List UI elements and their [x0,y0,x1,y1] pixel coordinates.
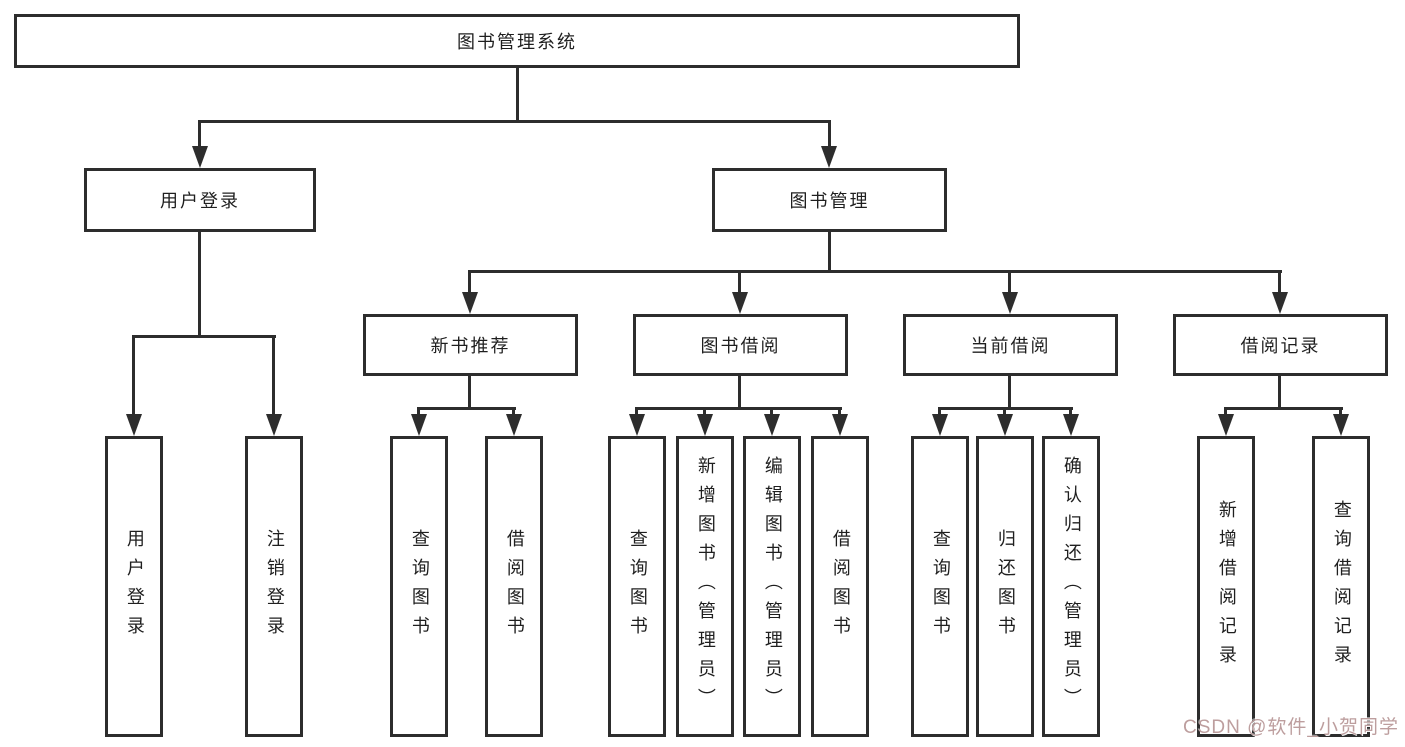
leaf-label: 借阅图书 [830,528,851,645]
connector-vline [635,407,638,416]
leaf-query-book-borrowing: 查询图书 [608,436,666,737]
connector-vline [272,335,275,416]
node-label: 借阅记录 [1240,336,1321,356]
connector-hline [198,120,831,123]
node-borrowing-records: 借阅记录 [1173,314,1388,376]
connector-vline [1003,407,1006,416]
leaf-query-book-recommend: 查询图书 [390,436,448,737]
connector-vline [1278,270,1281,294]
connector-vline [198,120,201,148]
connector-vline [938,407,941,416]
connector-vline [468,270,471,294]
leaf-borrow-book: 借阅图书 [811,436,869,737]
arrowhead-down-icon [764,414,780,436]
leaf-query-book-current: 查询图书 [911,436,969,737]
watermark: CSDN @软件_小贺同学 [1183,717,1399,738]
leaf-label: 查询图书 [930,528,951,645]
arrowhead-down-icon [1002,292,1018,314]
arrowhead-down-icon [266,414,282,436]
arrowhead-down-icon [997,414,1013,436]
leaf-query-borrow-record: 查询借阅记录 [1312,436,1370,737]
node-label: 图书管理系统 [457,32,577,52]
node-user-login: 用户登录 [84,168,316,232]
leaf-add-book-admin: 新增图书（管理员） [676,436,734,737]
connector-vline [1008,376,1011,409]
connector-vline [1008,270,1011,294]
connector-vline [1278,376,1281,409]
leaf-add-borrow-record: 新增借阅记录 [1197,436,1255,737]
node-label: 当前借阅 [970,336,1051,356]
node-book-borrowing: 图书借阅 [633,314,848,376]
leaf-label: 编辑图书（管理员） [762,456,783,717]
node-label: 图书管理 [789,191,870,211]
arrowhead-down-icon [1063,414,1079,436]
connector-vline [198,232,201,337]
arrowhead-down-icon [732,292,748,314]
leaf-label: 新增图书（管理员） [695,456,716,717]
connector-vline [1224,407,1227,416]
connector-vline [838,407,841,416]
arrowhead-down-icon [821,146,837,168]
arrowhead-down-icon [411,414,427,436]
leaf-label: 确认归还（管理员） [1061,456,1082,717]
connector-hline [1224,407,1343,410]
leaf-label: 新增借阅记录 [1216,499,1237,674]
node-label: 新书推荐 [430,336,511,356]
node-new-book-recommendation: 新书推荐 [363,314,578,376]
connector-hline [468,270,1282,273]
leaf-label: 查询图书 [627,528,648,645]
arrowhead-down-icon [192,146,208,168]
leaf-label: 借阅图书 [504,528,525,645]
connector-hline [635,407,842,410]
node-book-management: 图书管理 [712,168,947,232]
arrowhead-down-icon [932,414,948,436]
connector-hline [132,335,276,338]
connector-vline [417,407,420,416]
leaf-label: 查询借阅记录 [1331,499,1352,674]
arrowhead-down-icon [506,414,522,436]
arrowhead-down-icon [1333,414,1349,436]
leaf-return-book: 归还图书 [976,436,1034,737]
leaf-logout: 注销登录 [245,436,303,737]
connector-vline [1339,407,1342,416]
arrowhead-down-icon [1218,414,1234,436]
node-label: 用户登录 [160,191,240,211]
connector-vline [703,407,706,416]
connector-vline [512,407,515,416]
arrowhead-down-icon [832,414,848,436]
leaf-label: 查询图书 [409,528,430,645]
node-library-system: 图书管理系统 [14,14,1020,68]
arrowhead-down-icon [126,414,142,436]
leaf-user-login: 用户登录 [105,436,163,737]
leaf-borrow-book-recommend: 借阅图书 [485,436,543,737]
node-current-borrowing: 当前借阅 [903,314,1118,376]
connector-vline [516,68,519,123]
node-label: 图书借阅 [700,336,781,356]
connector-vline [828,120,831,148]
leaf-label: 归还图书 [995,528,1016,645]
connector-vline [132,335,135,416]
connector-vline [738,270,741,294]
arrowhead-down-icon [462,292,478,314]
connector-vline [770,407,773,416]
connector-vline [468,376,471,409]
arrowhead-down-icon [697,414,713,436]
leaf-label: 用户登录 [124,528,145,645]
connector-vline [738,376,741,409]
leaf-label: 注销登录 [264,528,285,645]
leaf-confirm-return-admin: 确认归还（管理员） [1042,436,1100,737]
connector-vline [1069,407,1072,416]
connector-vline [828,232,831,272]
arrowhead-down-icon [629,414,645,436]
connector-hline [417,407,516,410]
arrowhead-down-icon [1272,292,1288,314]
leaf-edit-book-admin: 编辑图书（管理员） [743,436,801,737]
